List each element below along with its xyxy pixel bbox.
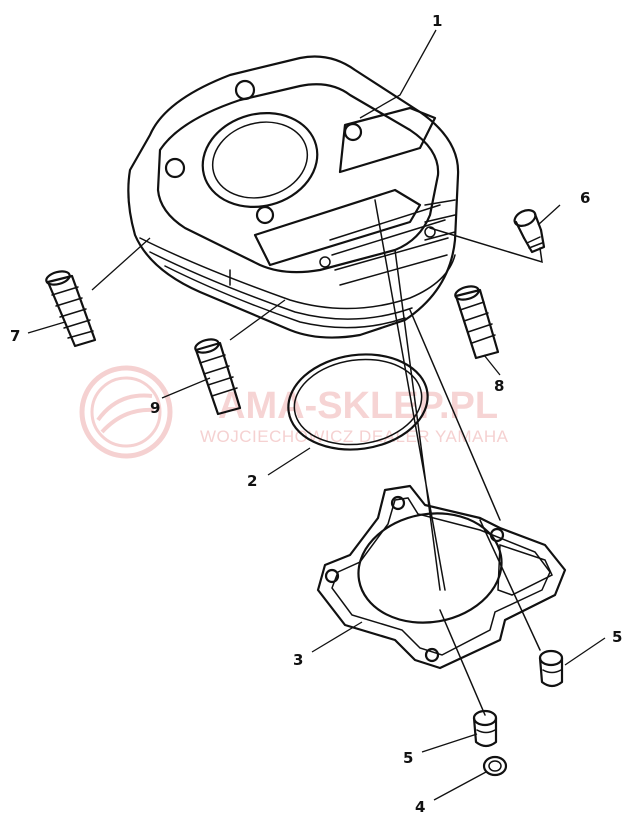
dowel-pin-right	[454, 285, 500, 360]
bolt	[513, 209, 546, 254]
o-ring	[287, 353, 429, 451]
leader-lines	[27, 29, 606, 801]
callout-1: 1	[432, 12, 442, 30]
cylinder-gasket	[316, 484, 567, 670]
callout-5-right: 5	[612, 628, 622, 646]
callout-4: 4	[415, 798, 425, 816]
dowel-pin-middle	[194, 338, 242, 416]
callout-2: 2	[247, 472, 257, 490]
watermark-sub: WOJCIECHOWICZ DEALER YAMAHA	[200, 427, 509, 446]
callout-9: 9	[150, 399, 160, 417]
callout-8: 8	[494, 377, 504, 395]
callouts: 1 2 3 4 5 5 6 7 8 9	[10, 12, 622, 816]
callout-3: 3	[293, 651, 303, 669]
watermark-main: AMA-SKLEP.PL	[218, 385, 498, 427]
watermark: AMA-SKLEP.PL WOJCIECHOWICZ DEALER YAMAHA	[79, 365, 509, 459]
dowel-5-right	[538, 649, 564, 688]
cylinder-block	[127, 55, 460, 339]
alignment-lines	[229, 199, 543, 716]
circlip	[482, 755, 508, 777]
callout-5-lower: 5	[403, 749, 413, 767]
dowel-5-lower	[472, 709, 498, 748]
dowel-pin-left	[45, 270, 97, 348]
callout-6: 6	[580, 189, 590, 207]
callout-7: 7	[10, 327, 20, 345]
watermark-logo	[79, 365, 173, 459]
